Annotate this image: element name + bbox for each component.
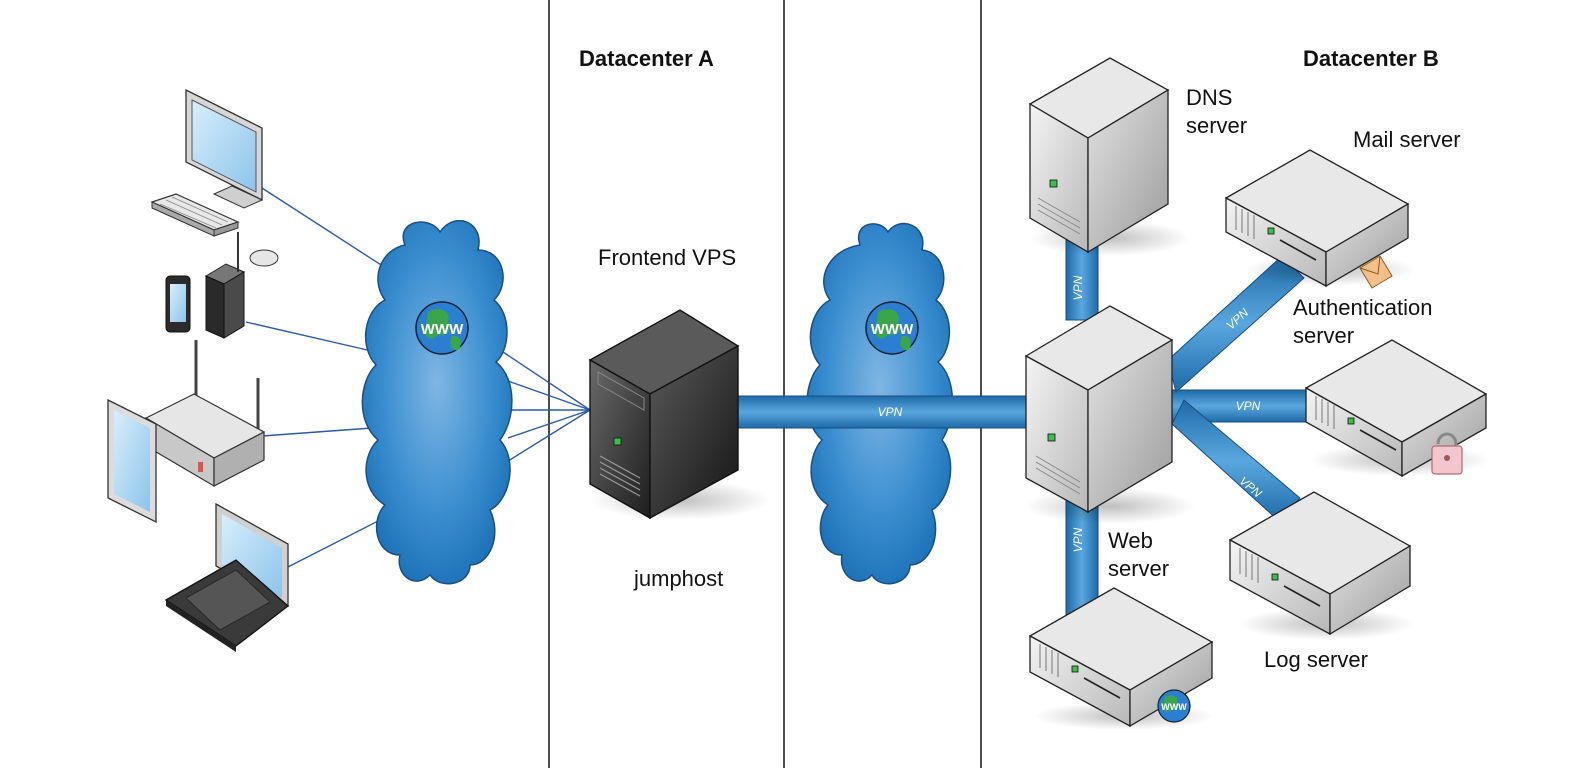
tablet-icon — [107, 398, 157, 524]
vpn-tunnel-log — [1171, 399, 1301, 523]
dns-server-icon — [1028, 57, 1190, 256]
mail-server-icon — [1224, 149, 1415, 289]
vpn-label: VPN — [1071, 275, 1085, 300]
separator-lines — [548, 0, 982, 768]
vpn-label: VPN — [878, 405, 903, 419]
internet-cloud-left: WWW — [361, 220, 513, 585]
vpn-label: VPN — [1236, 399, 1261, 413]
www-label: WWW — [871, 321, 914, 338]
envelope-icon — [1359, 255, 1393, 289]
laptop-icon — [164, 502, 290, 652]
datacenter-a-header: Datacenter A — [579, 46, 714, 71]
web-server-label: Web server — [1108, 528, 1170, 581]
wifi-router-icon — [144, 340, 266, 488]
client-links — [245, 187, 591, 569]
www-label: WWW — [1161, 702, 1187, 712]
desktop-computer-icon — [150, 88, 279, 267]
tower-pc-icon — [204, 232, 246, 339]
vpn-label: VPN — [1071, 527, 1085, 552]
frontend-vps-label: Frontend VPS — [598, 245, 737, 270]
datacenter-b-header: Datacenter B — [1303, 46, 1439, 71]
mail-server-label: Mail server — [1353, 127, 1461, 152]
cloud-icon — [361, 220, 513, 585]
authentication-server-icon — [1304, 339, 1490, 478]
log-server-label: Log server — [1264, 647, 1368, 672]
dns-server-label: DNS server — [1186, 85, 1248, 138]
authentication-server-label: Authentication server — [1293, 295, 1433, 348]
web-server-icon: WWW — [1028, 587, 1214, 730]
jumphost-server-icon — [588, 309, 770, 520]
central-server-icon — [1024, 305, 1195, 524]
mobile-phone-icon — [165, 275, 191, 333]
log-server-icon — [1228, 491, 1414, 640]
www-label: WWW — [421, 321, 464, 338]
globe-icon: WWW — [1157, 689, 1191, 723]
jumphost-label: jumphost — [634, 566, 724, 591]
padlock-icon — [1431, 432, 1463, 475]
